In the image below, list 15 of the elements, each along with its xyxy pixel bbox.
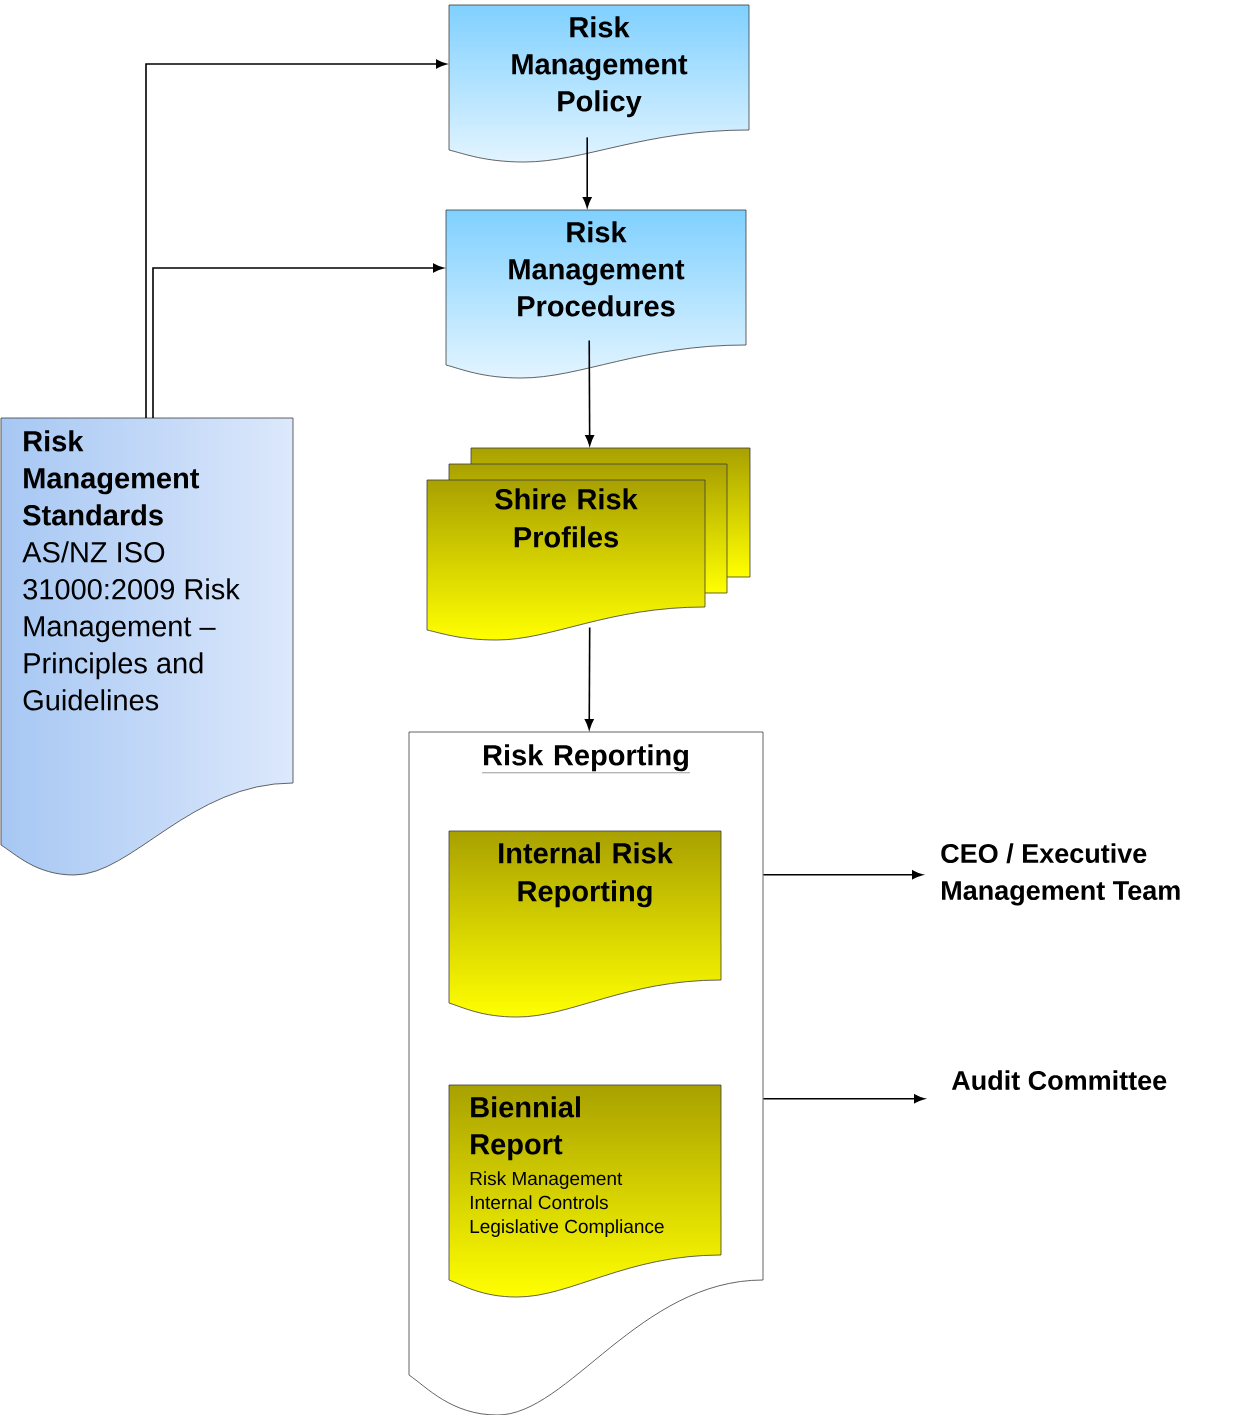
- document-box: Risk Management Standards AS/NZ ISO 31000:2009 Risk Management – Principles and Guidelines: [0, 417, 294, 876]
- node-text: CEO / Executive Management Team: [941, 843, 1180, 906]
- document-box: Risk Management Policy: [448, 4, 750, 163]
- arrow: [584, 626, 594, 730]
- arrow: [762, 1094, 925, 1104]
- arrow: [582, 136, 592, 208]
- arrow: [585, 339, 595, 446]
- document-box: Internal Risk Reporting: [448, 830, 722, 1018]
- arrow: [433, 263, 444, 273]
- arrow: [436, 59, 447, 69]
- node-text: Audit Committee: [951, 1070, 1167, 1091]
- document-box: Biennial Report Risk Management Internal Controls Legislative Compliance: [448, 1084, 722, 1298]
- stacked-documents: Shire Risk Profiles: [426, 447, 751, 641]
- document-box: Risk Management Procedures: [445, 209, 747, 379]
- arrow: [762, 870, 923, 880]
